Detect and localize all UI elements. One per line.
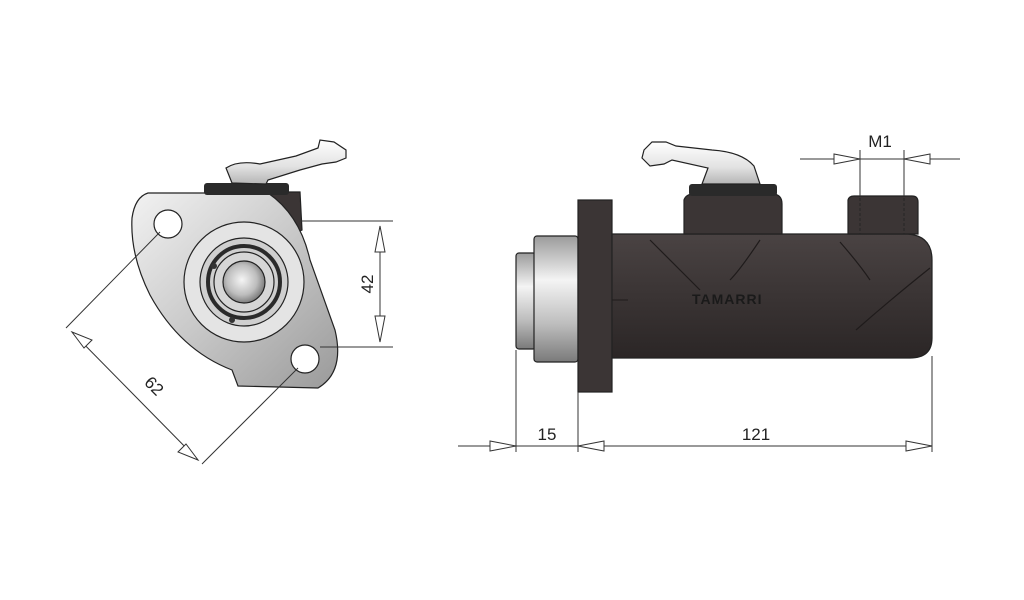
brand-label: TAMARRI <box>692 291 763 307</box>
side-flange <box>577 199 613 393</box>
side-seal <box>689 184 777 196</box>
bore-ring-dark <box>206 244 282 320</box>
outlet-boss <box>847 195 919 235</box>
dim-15-label: 15 <box>538 425 557 444</box>
end-view: 62 42 <box>65 139 393 465</box>
body-contour-a <box>649 239 701 291</box>
dim-62-label: 62 <box>140 373 167 400</box>
end-view-nozzle <box>225 139 347 185</box>
piston-bore <box>222 260 266 304</box>
piston-end <box>515 252 537 350</box>
side-nozzle <box>641 141 761 185</box>
end-view-seal <box>204 183 289 195</box>
bore-vent-dot-bottom <box>229 317 235 323</box>
body-contour-d <box>855 267 931 331</box>
dim-m1-label: M1 <box>868 132 892 151</box>
piston-collar <box>533 235 579 363</box>
flange-hole-upper <box>153 209 183 239</box>
bore-vent-dot-top <box>211 263 217 269</box>
flange-hole-lower <box>290 344 320 374</box>
body-contour-c <box>839 241 871 281</box>
reservoir-boss <box>683 193 783 235</box>
cylinder-body <box>611 233 933 359</box>
side-view: TAMARRI M1 15 121 <box>458 132 960 452</box>
dim-121-label: 121 <box>742 425 770 444</box>
body-contour-b <box>729 239 761 281</box>
dim-42-label: 42 <box>358 275 377 294</box>
